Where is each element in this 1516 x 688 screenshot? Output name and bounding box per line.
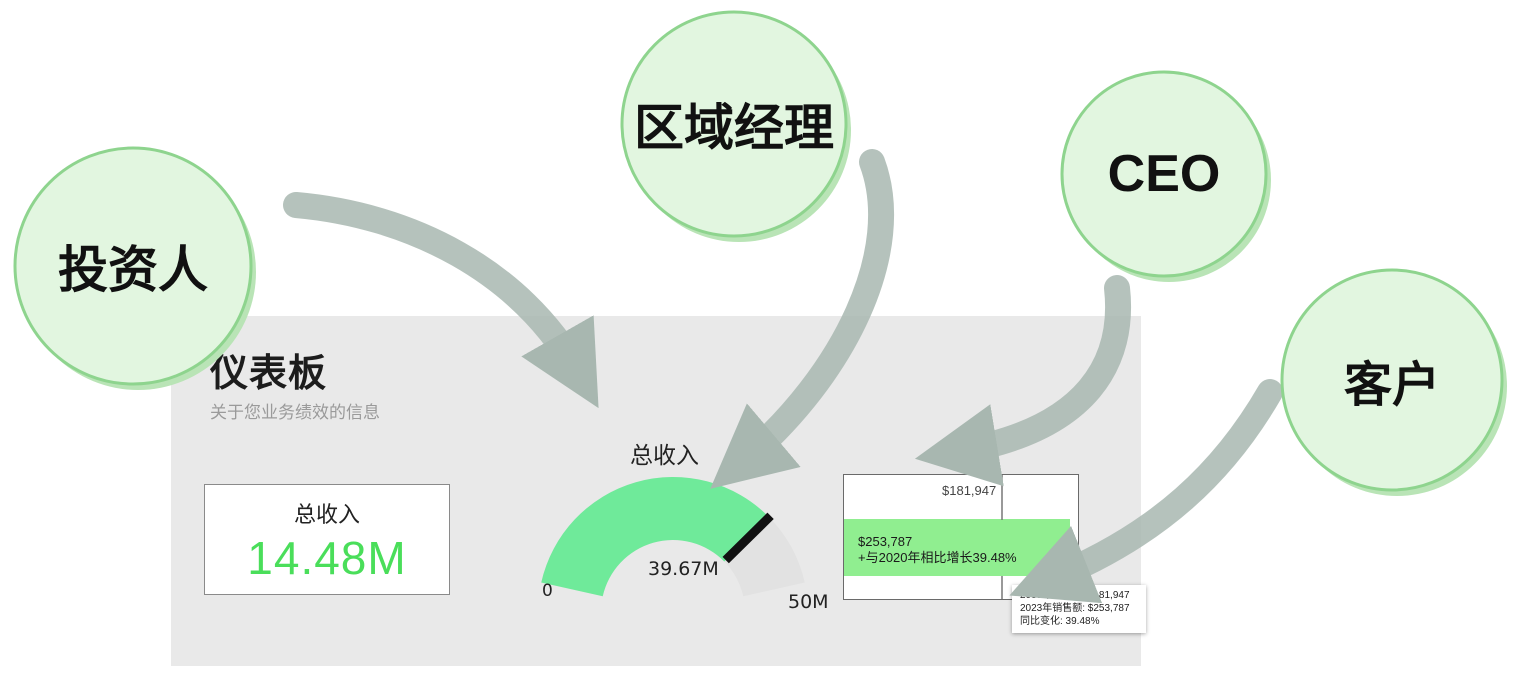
arrow-customer xyxy=(1009,379,1283,604)
dashboard-subtitle: 关于您业务绩效的信息 xyxy=(210,403,380,423)
dashboard-title: 仪表板 xyxy=(210,351,328,395)
bar-prev-value-label: $181,947 xyxy=(942,483,997,498)
arrow-ceo xyxy=(914,275,1131,487)
bubble-customer xyxy=(1280,268,1504,492)
bubble-regional-manager xyxy=(620,10,848,238)
gauge-label: 总收入 xyxy=(630,443,699,469)
kpi-value: 14.48M xyxy=(247,532,407,584)
kpi-label: 总收入 xyxy=(293,503,360,528)
gauge-value: 39.67M xyxy=(648,558,719,580)
bar-current-value: $253,787 xyxy=(858,534,913,549)
gauge-needle xyxy=(722,512,774,564)
gauge-fill xyxy=(541,477,770,597)
arrow-investor xyxy=(283,192,599,409)
gauge-max-label: 50M xyxy=(788,591,829,613)
bar-growth-text: +与2020年相比增长39.48% xyxy=(858,550,1017,565)
bubble-label-customer: 客户 xyxy=(1343,357,1441,413)
tooltip-line-change: 同比变化: 39.48% xyxy=(1020,616,1100,627)
bubble-label-regional-manager: 区域经理 xyxy=(634,99,834,157)
arrow-regional-manager xyxy=(710,149,895,489)
tooltip-line-current: 2023年销售额: $253,787 xyxy=(1020,603,1130,614)
bubble-investor xyxy=(13,146,253,386)
bubble-ceo xyxy=(1060,70,1268,278)
bubble-label-ceo: CEO xyxy=(1107,145,1221,203)
kpi-card[interactable]: 总收入 14.48M xyxy=(204,484,450,595)
gauge-min-label: 0 xyxy=(542,581,553,601)
bar-current-label: $253,787 +与2020年相比增长39.48% xyxy=(858,534,1017,566)
bubble-label-investor: 投资人 xyxy=(58,241,208,299)
